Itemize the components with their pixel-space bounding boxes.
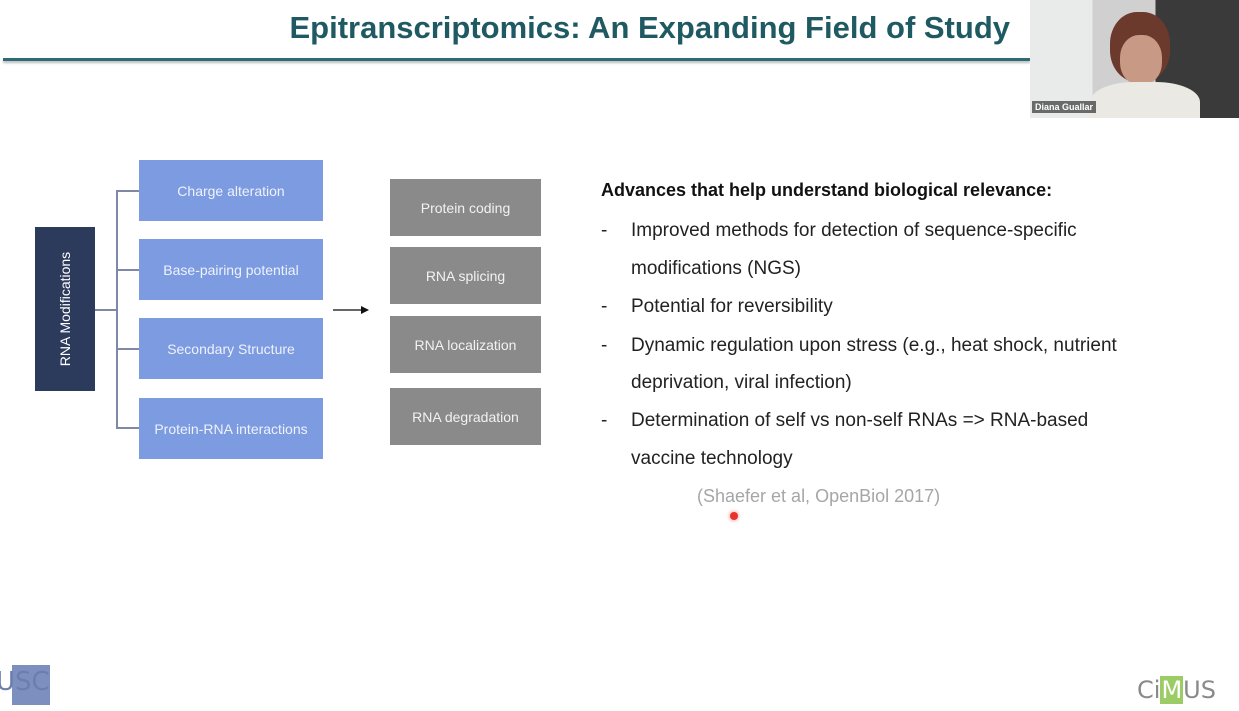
connector-line <box>95 309 117 311</box>
bullet-text: Potential for reversibility <box>631 296 833 317</box>
outcome-box: RNA localization <box>390 316 541 373</box>
cimus-logo-m: M <box>1160 676 1184 704</box>
citation: (Shaefer et al, OpenBiol 2017) <box>697 486 941 506</box>
bullet-marker: - <box>601 296 608 317</box>
connector-line <box>116 269 139 271</box>
outcome-box: RNA degradation <box>390 388 541 445</box>
usc-logo: USC <box>0 665 50 705</box>
cimus-logo-part: Ci <box>1137 676 1161 704</box>
root-label: RNA Modifications <box>57 251 73 367</box>
bullet-marker: - <box>601 410 608 431</box>
bullet-text: Improved methods for detection of sequen… <box>631 220 1077 241</box>
participant-body <box>1090 82 1200 118</box>
connector-line <box>116 190 139 192</box>
bullet-text: Determination of self vs non-self RNAs =… <box>631 410 1089 431</box>
bullet-marker: - <box>601 335 608 356</box>
arrow-right-icon <box>333 306 369 314</box>
bullet-text: Dynamic regulation upon stress (e.g., he… <box>631 335 1117 356</box>
effect-box: Base-pairing potential <box>139 239 323 300</box>
laser-pointer <box>730 512 738 520</box>
bullet-marker: - <box>601 220 608 241</box>
bracket-line <box>116 190 118 429</box>
bullet-text: modifications (NGS) <box>631 258 801 279</box>
effect-box: Protein-RNA interactions <box>139 398 323 459</box>
cimus-logo-part: US <box>1183 676 1216 704</box>
root-box: RNA Modifications <box>35 227 95 391</box>
connector-line <box>116 348 139 350</box>
effect-box: Charge alteration <box>139 160 323 221</box>
connector-line <box>116 427 139 429</box>
bullet-text: vaccine technology <box>631 448 793 469</box>
webcam-video: Diana Guallar <box>1030 0 1239 118</box>
effect-box: Secondary Structure <box>139 318 323 379</box>
usc-logo-text: USC <box>0 667 50 697</box>
usc-logo-mark <box>12 665 50 705</box>
slide-title: Epitranscriptomics: An Expanding Field o… <box>289 10 1010 45</box>
outcome-box: Protein coding <box>390 179 541 236</box>
outcome-box: RNA splicing <box>390 247 541 304</box>
cimus-logo: CiMUS <box>1137 676 1216 704</box>
title-divider <box>3 58 1030 61</box>
participant-face <box>1120 35 1162 85</box>
bullet-text: deprivation, viral infection) <box>631 372 852 393</box>
advances-heading: Advances that help understand biological… <box>601 180 1053 200</box>
participant-name: Diana Guallar <box>1032 101 1097 113</box>
